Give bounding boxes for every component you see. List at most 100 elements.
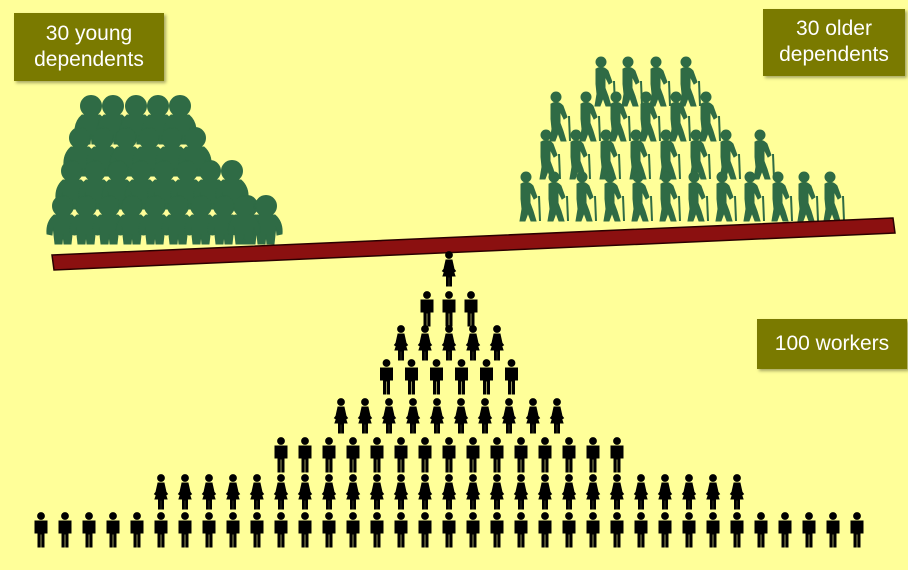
workers-label-text: 100 workers <box>774 332 890 355</box>
woman-icon <box>394 325 408 361</box>
man-icon <box>178 512 192 548</box>
man-icon <box>430 359 443 395</box>
young-dependents-group <box>46 95 283 245</box>
woman-icon <box>730 474 744 510</box>
man-icon <box>826 512 840 548</box>
woman-icon <box>178 474 192 510</box>
man-icon <box>514 512 528 548</box>
man-icon <box>464 291 478 327</box>
man-icon <box>154 512 168 548</box>
man-icon <box>562 512 576 548</box>
man-icon <box>418 512 432 548</box>
woman-icon <box>490 474 504 510</box>
man-icon <box>202 512 216 548</box>
older-dependents-label: 30 older dependents <box>763 9 905 76</box>
elderly-with-cane-icon <box>603 171 625 222</box>
woman-icon <box>370 474 384 510</box>
man-icon <box>58 512 72 548</box>
woman-icon <box>226 474 240 510</box>
elderly-with-cane-icon <box>659 171 681 222</box>
man-icon <box>130 512 144 548</box>
man-icon <box>455 359 468 395</box>
elderly-with-cane-icon <box>539 129 561 180</box>
woman-icon <box>250 474 264 510</box>
man-icon <box>562 437 576 473</box>
man-icon <box>538 437 552 473</box>
man-icon <box>682 512 696 548</box>
man-icon <box>850 512 864 548</box>
elderly-with-cane-icon <box>629 129 651 180</box>
woman-icon <box>274 474 288 510</box>
elderly-with-cane-icon <box>753 129 775 180</box>
man-icon <box>634 512 648 548</box>
seesaw-beam <box>51 217 896 271</box>
young-label-line2: dependents <box>34 48 144 71</box>
woman-icon <box>298 474 312 510</box>
elderly-with-cane-icon <box>823 171 845 222</box>
woman-icon <box>490 325 504 361</box>
man-icon <box>394 437 408 473</box>
man-icon <box>250 512 264 548</box>
man-icon <box>610 437 624 473</box>
young-label-line1: 30 young <box>45 22 133 45</box>
man-icon <box>514 437 528 473</box>
woman-icon <box>466 474 480 510</box>
man-icon <box>754 512 768 548</box>
man-icon <box>226 512 240 548</box>
man-icon <box>405 359 418 395</box>
man-icon <box>586 437 600 473</box>
man-icon <box>802 512 816 548</box>
woman-icon <box>358 398 372 434</box>
man-icon <box>418 437 432 473</box>
woman-icon <box>514 474 528 510</box>
elderly-with-cane-icon <box>621 56 643 107</box>
elderly-with-cane-icon <box>743 171 765 222</box>
man-icon <box>380 359 393 395</box>
woman-icon <box>334 398 348 434</box>
woman-icon <box>526 398 540 434</box>
older-dependents-group <box>519 56 845 222</box>
man-icon <box>82 512 96 548</box>
man-icon <box>420 291 434 327</box>
man-icon <box>730 512 744 548</box>
woman-icon <box>154 474 168 510</box>
young-dependents-label: 30 young dependents <box>14 13 164 81</box>
man-icon <box>322 512 336 548</box>
woman-icon <box>202 474 216 510</box>
woman-icon <box>682 474 696 510</box>
woman-icon <box>634 474 648 510</box>
woman-icon <box>478 398 492 434</box>
woman-icon <box>586 474 600 510</box>
elderly-with-cane-icon <box>549 91 571 142</box>
man-icon <box>34 512 48 548</box>
elderly-with-cane-icon <box>679 56 701 107</box>
woman-icon <box>442 325 456 361</box>
woman-icon <box>442 474 456 510</box>
man-icon <box>442 512 456 548</box>
elderly-with-cane-icon <box>631 171 653 222</box>
man-icon <box>442 437 456 473</box>
man-icon <box>610 512 624 548</box>
woman-icon <box>502 398 516 434</box>
man-icon <box>298 512 312 548</box>
man-icon <box>346 437 360 473</box>
woman-icon <box>550 398 564 434</box>
woman-icon <box>394 474 408 510</box>
woman-icon <box>406 398 420 434</box>
man-icon <box>480 359 493 395</box>
man-icon <box>274 512 288 548</box>
elderly-with-cane-icon <box>649 56 671 107</box>
woman-icon <box>466 325 480 361</box>
man-icon <box>490 437 504 473</box>
elderly-with-cane-icon <box>569 129 591 180</box>
man-icon <box>298 437 312 473</box>
man-icon <box>370 437 384 473</box>
elderly-with-cane-icon <box>659 129 681 180</box>
man-icon <box>322 437 336 473</box>
man-icon <box>466 437 480 473</box>
woman-icon <box>418 474 432 510</box>
woman-icon <box>538 474 552 510</box>
man-icon <box>442 291 456 327</box>
